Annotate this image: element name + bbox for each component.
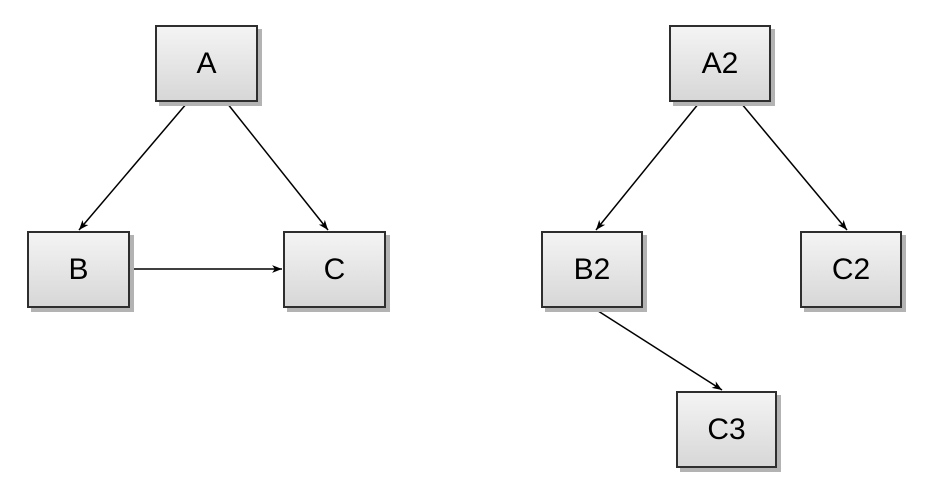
node-C3: C3 — [676, 391, 777, 468]
node-label: B2 — [573, 252, 611, 286]
edge-A-C — [226, 102, 329, 231]
node-label: B — [68, 252, 89, 286]
node-label: C — [323, 252, 346, 286]
node-A: A — [155, 25, 258, 102]
node-label: A2 — [701, 46, 739, 80]
node-B2: B2 — [541, 231, 643, 308]
node-label: C3 — [707, 412, 746, 446]
node-C2: C2 — [800, 231, 902, 308]
edge-A2-C2 — [740, 102, 848, 231]
node-C: C — [283, 231, 386, 308]
node-B: B — [27, 231, 130, 308]
node-label: A — [196, 46, 217, 80]
edge-A2-B2 — [595, 102, 700, 231]
node-A2: A2 — [669, 25, 771, 102]
node-label: C2 — [831, 252, 871, 286]
edge-A-B — [78, 102, 188, 231]
edge-B2-C3 — [594, 308, 723, 391]
